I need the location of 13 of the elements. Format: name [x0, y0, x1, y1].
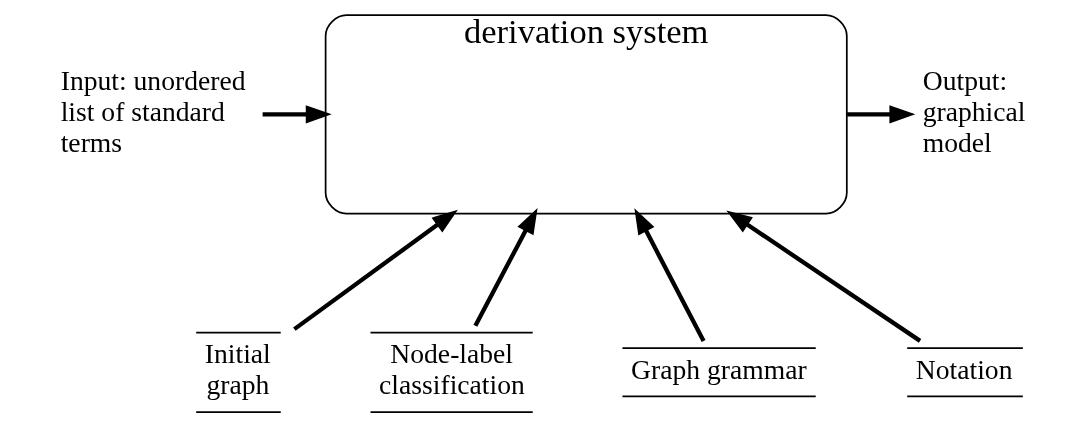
node-text: Input: unordered list of standard terms — [60, 64, 246, 158]
arrow — [473, 208, 538, 327]
node-text: Initial graph — [204, 338, 271, 401]
arrow — [847, 105, 916, 124]
node-text: Notation — [915, 353, 1013, 385]
node-text: Graph grammar — [631, 353, 807, 385]
node-text: Output: graphical model — [922, 64, 1026, 158]
arrow — [634, 208, 706, 342]
arrow — [726, 210, 922, 343]
arrow — [262, 105, 332, 124]
node-text: Node-label classification — [379, 338, 525, 401]
node-box: derivation system — [324, 14, 848, 215]
arrow — [293, 209, 458, 331]
